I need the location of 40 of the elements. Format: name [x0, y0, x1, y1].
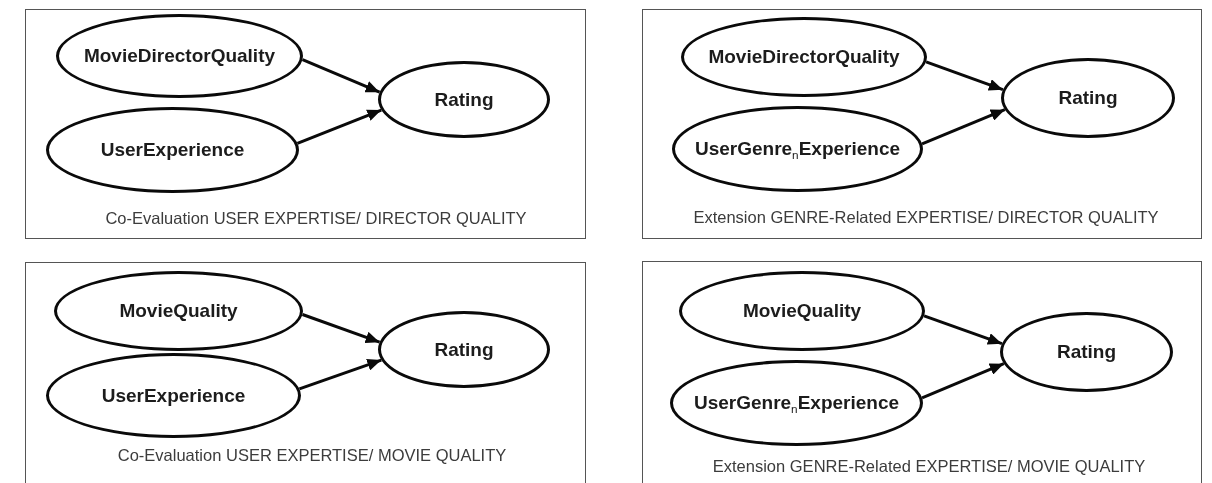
panel-caption: Extension GENRE-Related EXPERTISE/ DIRECTOR QUALITY: [693, 207, 1159, 227]
ellipse-node: [56, 14, 303, 98]
node-label: UserGenre$_{n}$Experience: [693, 392, 900, 414]
diagram-panel: [642, 261, 1202, 483]
ellipse-node: [672, 106, 923, 192]
node-label: MovieQuality: [742, 300, 862, 322]
node-label: MovieDirectorQuality: [708, 46, 900, 68]
arrow: [296, 108, 382, 145]
node-label: Rating: [1056, 341, 1117, 363]
ellipse-node: [1000, 312, 1173, 392]
diagram-panel: [25, 262, 586, 483]
arrow: [923, 314, 1003, 346]
ellipse-node: [378, 61, 550, 138]
ellipse-node: [54, 271, 303, 351]
panel-caption: Co-Evaluation USER EXPERTISE/ DIRECTOR QUALITY: [105, 208, 527, 228]
arrow: [302, 313, 381, 344]
diagram-panel: [642, 9, 1202, 239]
ellipse-node: [681, 17, 927, 97]
arrow: [921, 362, 1005, 400]
node-label: MovieDirectorQuality: [83, 45, 276, 67]
node-label: UserGenre$_{n}$Experience: [694, 138, 901, 160]
ellipse-node: [46, 107, 299, 193]
arrow: [301, 58, 381, 94]
node-label: UserExperience: [101, 384, 246, 407]
arrow: [298, 358, 382, 391]
panel-caption: Extension GENRE-Related EXPERTISE/ MOVIE QUALITY: [712, 456, 1146, 476]
panel-caption: Co-Evaluation USER EXPERTISE/ MOVIE QUALITY: [117, 445, 507, 465]
diagram-panel: [25, 9, 586, 239]
ellipse-node: [670, 360, 923, 446]
arrow: [921, 108, 1006, 146]
ellipse-node: [1001, 58, 1175, 138]
node-label: Rating: [434, 338, 494, 361]
ellipse-node: [679, 271, 925, 351]
node-label: Rating: [434, 88, 494, 111]
ellipse-node: [46, 353, 301, 438]
node-label: UserExperience: [100, 139, 245, 161]
ellipse-node: [378, 311, 550, 388]
node-label: Rating: [1058, 87, 1118, 109]
node-label: MovieQuality: [119, 300, 238, 322]
arrow: [925, 60, 1004, 92]
